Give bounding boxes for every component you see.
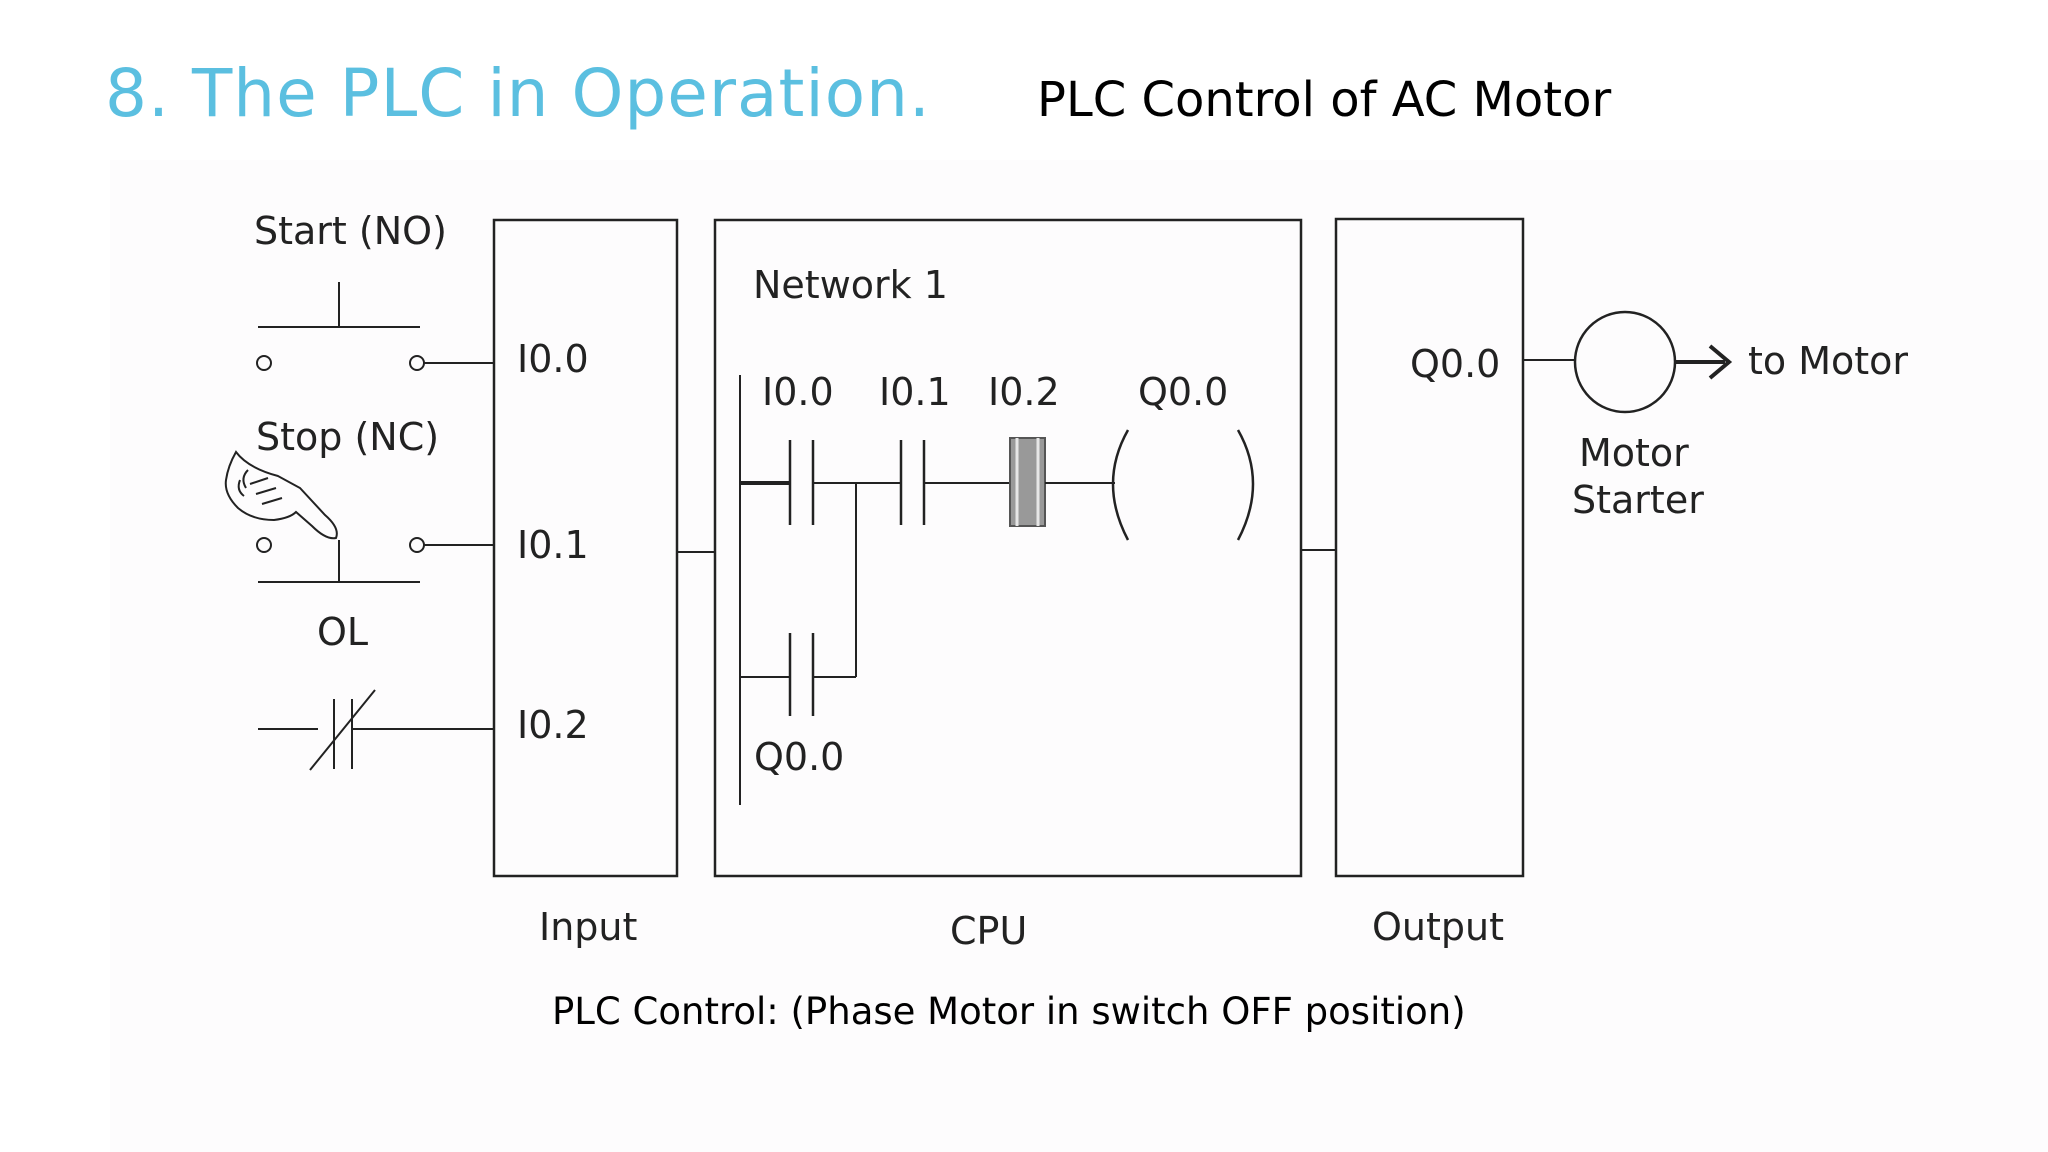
output-module-label: Output xyxy=(1372,905,1504,949)
coil-left-paren xyxy=(1111,429,1130,541)
start-switch xyxy=(256,282,494,371)
cpu-box xyxy=(713,218,1303,878)
motor-starter-label-line1: Motor xyxy=(1579,431,1689,475)
pointing-hand-icon xyxy=(224,450,338,540)
input-terminal-3: I0.2 xyxy=(517,703,589,747)
arrow-right-icon xyxy=(1675,344,1733,380)
cpu-label: CPU xyxy=(950,909,1027,953)
contact-label-i01: I0.1 xyxy=(879,370,951,414)
input-terminal-1: I0.0 xyxy=(517,337,589,381)
ladder-rung xyxy=(739,375,1255,805)
motor-starter-label-line2: Starter xyxy=(1572,478,1704,522)
to-motor-label: to Motor xyxy=(1748,339,1908,383)
coil-right-paren xyxy=(1236,429,1255,541)
diagram-panel xyxy=(110,160,2048,1152)
motor-starter-coil xyxy=(1573,310,1677,414)
ol-contact xyxy=(258,689,494,771)
slide-title: 8. The PLC in Operation. xyxy=(105,55,931,132)
stop-switch xyxy=(256,537,494,583)
input-terminal-2: I0.1 xyxy=(517,523,589,567)
output-module-box xyxy=(1334,217,1525,878)
start-label: Start (NO) xyxy=(254,209,447,253)
network-label: Network 1 xyxy=(753,263,948,307)
contact-label-i02: I0.2 xyxy=(988,370,1060,414)
diagram-caption: PLC Control: (Phase Motor in switch OFF … xyxy=(552,990,1466,1033)
output-terminal: Q0.0 xyxy=(1410,342,1500,386)
coil-label: Q0.0 xyxy=(1138,370,1228,414)
input-module-label: Input xyxy=(539,905,637,949)
slide-subtitle: PLC Control of AC Motor xyxy=(1037,72,1612,128)
stop-label: Stop (NC) xyxy=(256,415,439,459)
i02-contact-highlight xyxy=(1009,437,1046,527)
input-module-box xyxy=(492,218,679,878)
contact-label-i00: I0.0 xyxy=(762,370,834,414)
seal-in-label: Q0.0 xyxy=(754,735,844,779)
ol-label: OL xyxy=(317,610,368,654)
